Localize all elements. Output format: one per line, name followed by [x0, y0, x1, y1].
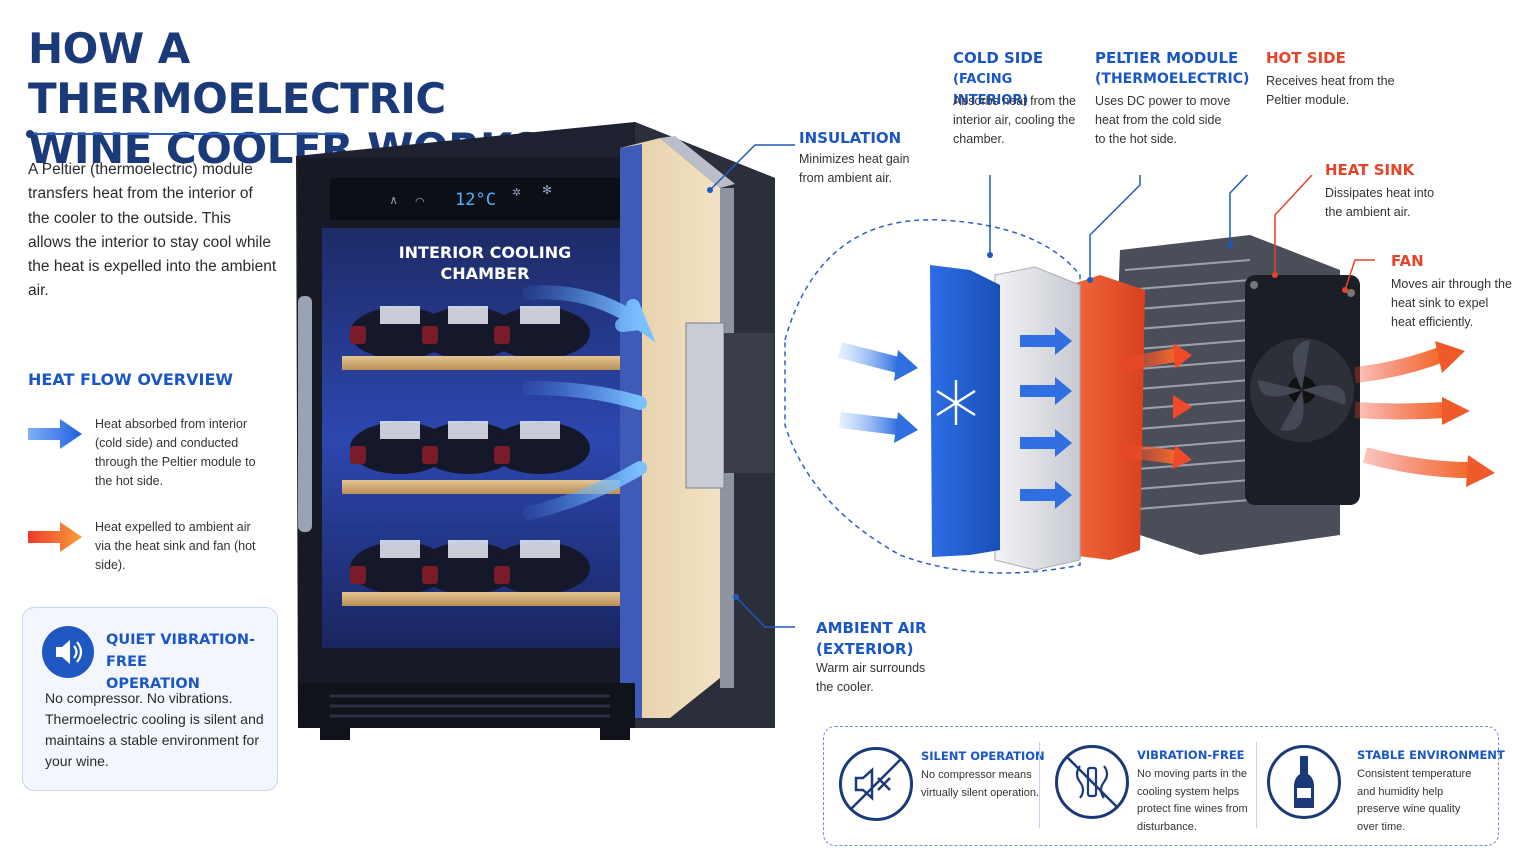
intro-paragraph: A Peltier (thermoelectric) module transf…: [28, 161, 277, 300]
quiet-operation-title: QUIET VIBRATION-FREE OPERATION: [106, 629, 266, 695]
title-underline-dot: [26, 130, 34, 138]
door-handle: [298, 296, 312, 532]
peltier-module-text: Uses DC power to move heat from the cold…: [1095, 94, 1231, 146]
speaker-icon: [42, 626, 94, 678]
cold-side-text: Absorbs heat from the interior air, cool…: [953, 94, 1076, 146]
feature-silent-title: SILENT OPERATION: [921, 749, 1045, 763]
hot-side-title: HOT SIDE: [1266, 49, 1346, 67]
quiet-title-line-2: OPERATION: [106, 676, 200, 692]
ambient-air-text: Warm air surrounds the cooler.: [816, 661, 926, 694]
svg-text:✲: ✲: [512, 186, 521, 199]
wine-shelf-top: [342, 306, 622, 370]
ambient-air-title: AMBIENT AIR (EXTERIOR): [816, 618, 956, 660]
svg-text:◠: ◠: [415, 195, 425, 208]
insulation-layer: [620, 138, 720, 718]
fan-text: Moves air through the heat sink to expel…: [1391, 277, 1512, 329]
heat-flow-item-absorbed: Heat absorbed from interior (cold side) …: [95, 417, 256, 488]
feature-stable-title: STABLE ENVIRONMENT: [1357, 748, 1505, 762]
blue-arrow-icon: [28, 419, 82, 449]
fan: [1245, 275, 1360, 505]
title-underline: [28, 133, 344, 135]
svg-text:∧: ∧: [390, 193, 397, 207]
quiet-operation-text: No compressor. No vibrations. Thermoelec…: [45, 690, 264, 769]
heat-sink-title: HEAT SINK: [1325, 161, 1415, 179]
feature-vibration-title: VIBRATION-FREE: [1137, 748, 1245, 762]
cold-side-title: COLD SIDE (FACING INTERIOR): [953, 48, 1083, 111]
peltier-title-line-2: (THERMOELECTRIC): [1095, 71, 1250, 87]
quiet-operation-card: [22, 607, 278, 791]
feature-separator-1: [1039, 742, 1040, 828]
hot-side-text: Receives heat from the Peltier module.: [1266, 74, 1395, 107]
wine-shelf-bottom: [342, 540, 622, 606]
svg-text:✻: ✻: [542, 183, 552, 197]
hot-side-plate: [1070, 275, 1145, 560]
heat-flow-overview-title: HEAT FLOW OVERVIEW: [28, 370, 234, 389]
heat-sink-text: Dissipates heat into the ambient air.: [1325, 186, 1435, 219]
cold-side-plate: [930, 265, 1000, 557]
chamber-label-line-1: INTERIOR COOLING: [399, 243, 572, 262]
ambient-air-title-line-2: (EXTERIOR): [816, 640, 914, 658]
cold-side-title-line-2: (FACING INTERIOR): [953, 72, 1029, 108]
insulation-text: Minimizes heat gain from ambient air.: [799, 152, 910, 185]
snowflake-icon: [936, 380, 976, 425]
insulation-title: INSULATION: [799, 129, 902, 147]
fan-title: FAN: [1391, 252, 1424, 270]
feature-vibration-text: No moving parts in the cooling system he…: [1137, 768, 1248, 833]
peltier-ceramic-plate: [994, 266, 1081, 571]
feature-silent-text: No compressor means virtually silent ope…: [921, 769, 1040, 799]
wine-cooler-illustration: ∧ ◠ 12°C ✲ ✻ INTERIOR COOLING CHAMBER: [296, 122, 775, 740]
features-panel: [823, 726, 1499, 846]
muted-speaker-icon: [839, 747, 913, 821]
temperature-display: 12°C: [455, 190, 496, 210]
title-line-1: HOW A THERMOELECTRIC: [28, 24, 446, 123]
wine-shelf-middle: [342, 421, 622, 494]
quiet-title-line-1: QUIET VIBRATION-FREE: [106, 632, 256, 670]
feature-separator-2: [1256, 742, 1257, 828]
callout-lines-left: [707, 144, 795, 628]
feature-stable-text: Consistent temperature and humidity help…: [1357, 768, 1472, 833]
cold-side-title-line-1: COLD SIDE: [953, 49, 1044, 67]
peltier-title-line-1: PELTIER MODULE: [1095, 49, 1239, 67]
chamber-label-line-2: CHAMBER: [441, 264, 530, 283]
heat-flow-item-expelled: Heat expelled to ambient air via the hea…: [95, 520, 256, 572]
peltier-module-diagram: [784, 175, 1495, 574]
peltier-module-title: PELTIER MODULE (THERMOELECTRIC): [1095, 48, 1250, 90]
wine-bottle-icon: [1267, 745, 1341, 819]
ambient-air-title-line-1: AMBIENT AIR: [816, 619, 927, 637]
no-vibration-icon: [1055, 745, 1129, 819]
orange-arrow-icon: [28, 522, 82, 552]
